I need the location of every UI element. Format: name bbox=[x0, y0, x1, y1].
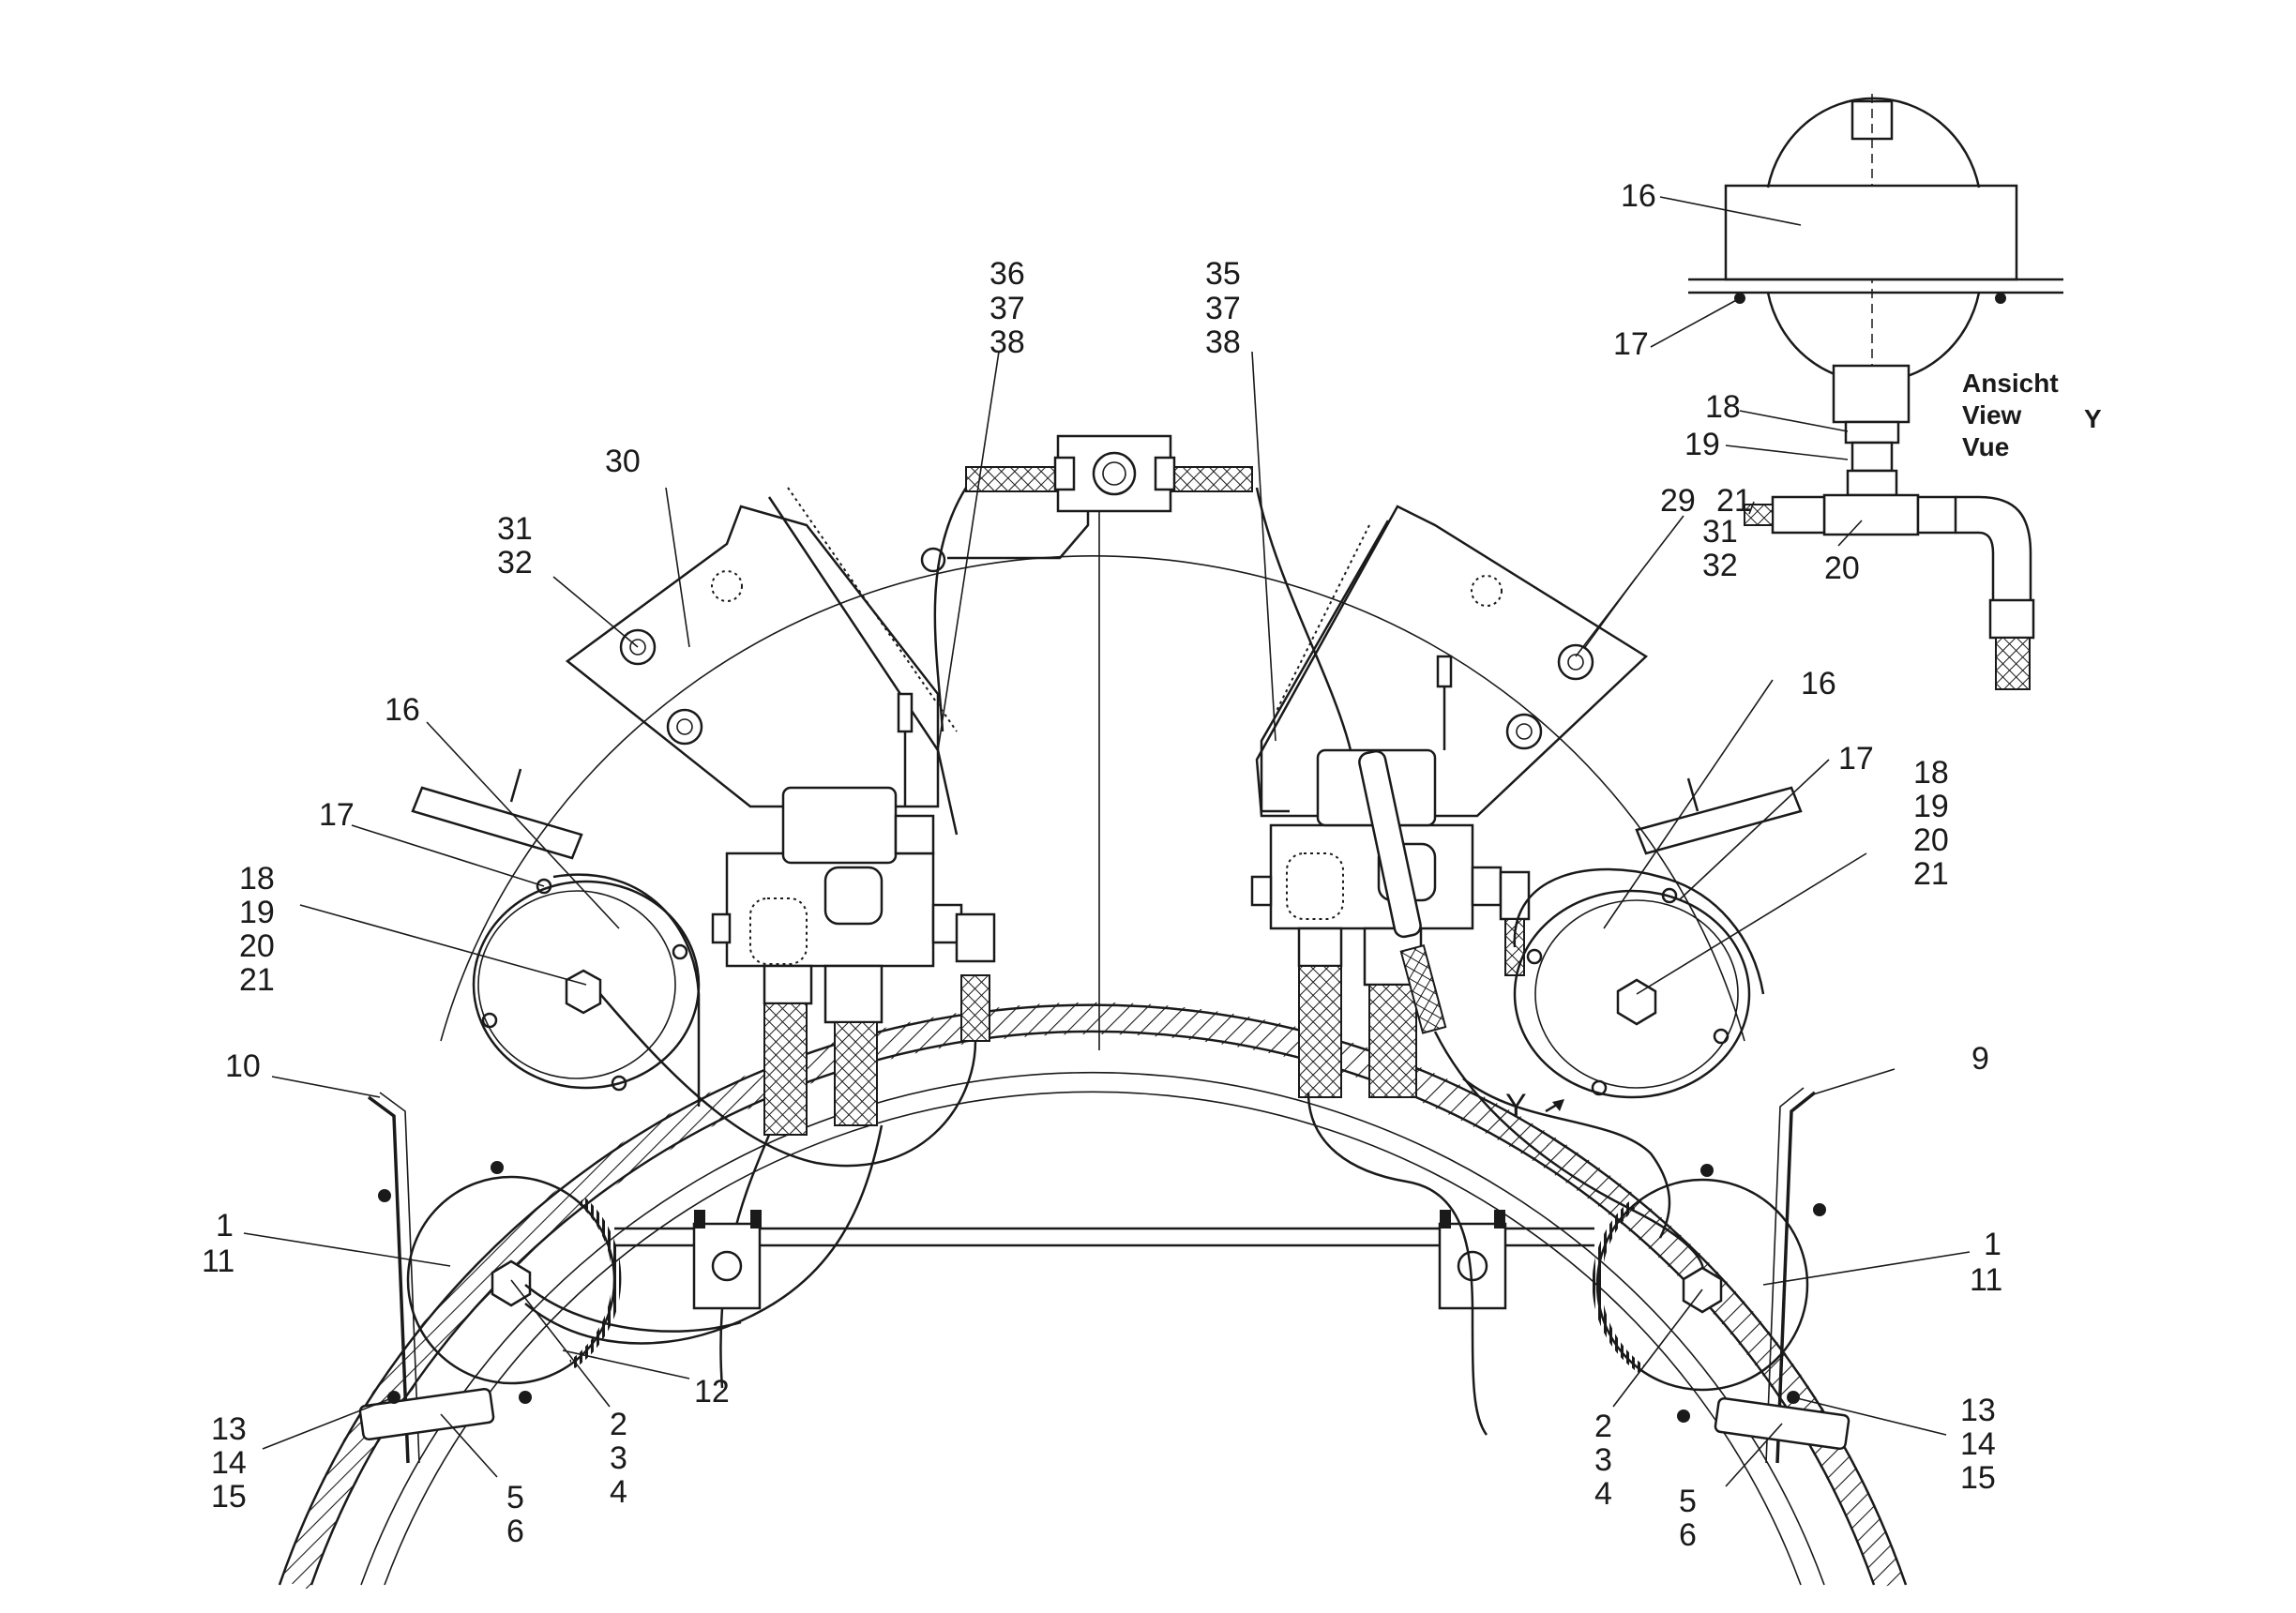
callout-20: 20 bbox=[1913, 822, 1949, 858]
callout-38: 38 bbox=[989, 324, 1025, 360]
bolt-5-left bbox=[358, 1387, 495, 1441]
hose-left-1 bbox=[599, 993, 977, 1168]
callout-6: 6 bbox=[1679, 1517, 1697, 1553]
callout-16: 16 bbox=[385, 692, 420, 728]
callout-21: 21 bbox=[1716, 483, 1752, 519]
callout-13: 13 bbox=[1960, 1393, 1996, 1428]
callout-32: 32 bbox=[1702, 548, 1738, 583]
callout-10: 10 bbox=[225, 1048, 261, 1084]
callout-4: 4 bbox=[610, 1474, 627, 1510]
bolt-31-right bbox=[1557, 643, 1594, 681]
callout-13: 13 bbox=[211, 1411, 247, 1447]
callout-12: 12 bbox=[694, 1374, 730, 1409]
cylinder-left bbox=[411, 768, 583, 860]
callout-14: 14 bbox=[211, 1445, 247, 1481]
callout-15: 15 bbox=[1960, 1460, 1996, 1496]
callout-5: 5 bbox=[506, 1480, 524, 1515]
callout-37: 37 bbox=[1205, 291, 1241, 326]
drive-gear-left bbox=[378, 1161, 742, 1404]
callout-32: 32 bbox=[497, 545, 533, 580]
callout-2: 2 bbox=[610, 1407, 627, 1442]
callout-18: 18 bbox=[1913, 755, 1949, 791]
hose-right-1 bbox=[1307, 1092, 1488, 1436]
callout-4: 4 bbox=[1594, 1476, 1612, 1512]
outer-housing-ring bbox=[278, 1002, 1908, 1590]
bracket-arm-right bbox=[1260, 520, 1390, 813]
callout-19: 19 bbox=[239, 895, 275, 930]
view-caption-letter: Y bbox=[2084, 404, 2102, 433]
mounting-plate-29 bbox=[1255, 505, 1649, 818]
callout-9: 9 bbox=[1971, 1041, 1989, 1077]
callout-31: 31 bbox=[1702, 514, 1738, 550]
bracket-arm-left bbox=[767, 496, 959, 836]
callout-18: 18 bbox=[1705, 389, 1741, 425]
callout-16: 16 bbox=[1801, 666, 1836, 701]
callout-labels: 36 37 38 35 37 38 30 29 31 32 31 32 16 1… bbox=[202, 178, 2002, 1553]
bolt-31-left bbox=[619, 628, 657, 666]
callout-17: 17 bbox=[319, 797, 355, 833]
callout-18: 18 bbox=[239, 861, 275, 897]
callout-5: 5 bbox=[1679, 1484, 1697, 1519]
callout-3: 3 bbox=[610, 1440, 627, 1476]
view-caption: Ansicht View Vue Y bbox=[1962, 369, 2102, 461]
callout-2: 2 bbox=[1594, 1409, 1612, 1444]
callout-11: 11 bbox=[202, 1244, 234, 1279]
callout-35: 35 bbox=[1205, 256, 1241, 292]
callout-30: 30 bbox=[605, 444, 641, 479]
callout-16: 16 bbox=[1621, 178, 1656, 214]
leader-lines bbox=[243, 196, 1971, 1487]
callout-11: 11 bbox=[1970, 1262, 2002, 1298]
callout-21: 21 bbox=[239, 962, 275, 998]
bolt-left-2 bbox=[666, 708, 703, 746]
cylinder-right bbox=[1635, 777, 1803, 855]
top-hydraulic-line bbox=[920, 434, 1253, 573]
accumulator-left bbox=[472, 873, 701, 1107]
view-caption-de: Ansicht bbox=[1962, 369, 2059, 398]
valve-block-left bbox=[711, 692, 996, 1136]
hidden-bolt-left bbox=[711, 570, 743, 602]
callout-15: 15 bbox=[211, 1479, 247, 1515]
hose-right-2 bbox=[1433, 1031, 1705, 1286]
accumulator-right bbox=[1513, 867, 1765, 1099]
callout-19: 19 bbox=[1684, 427, 1720, 462]
inset-view-y bbox=[1688, 94, 2063, 690]
callout-31: 31 bbox=[497, 511, 533, 547]
mounting-plate-30 bbox=[565, 505, 940, 808]
callout-17: 17 bbox=[1838, 741, 1874, 776]
callout-38: 38 bbox=[1205, 324, 1241, 360]
bolt-right-2 bbox=[1505, 713, 1543, 750]
clamp-left bbox=[692, 1210, 762, 1310]
callout-17: 17 bbox=[1613, 326, 1649, 362]
callout-1: 1 bbox=[216, 1208, 234, 1244]
view-y-marker: Y bbox=[1505, 1088, 1527, 1123]
callout-36: 36 bbox=[989, 256, 1025, 292]
callout-19: 19 bbox=[1913, 789, 1949, 824]
view-caption-fr: Vue bbox=[1962, 432, 2009, 461]
callout-29: 29 bbox=[1660, 483, 1696, 519]
callout-20: 20 bbox=[239, 928, 275, 964]
callout-6: 6 bbox=[506, 1514, 524, 1549]
callout-14: 14 bbox=[1960, 1426, 1996, 1462]
callout-20: 20 bbox=[1824, 550, 1860, 586]
support-bar-10 bbox=[367, 1095, 410, 1464]
view-caption-en: View bbox=[1962, 400, 2022, 430]
support-bar-9 bbox=[1775, 1091, 1817, 1464]
callout-37: 37 bbox=[989, 291, 1025, 326]
inner-carrier-arc bbox=[440, 555, 1745, 1042]
hidden-bolt-right bbox=[1471, 575, 1503, 607]
callout-3: 3 bbox=[1594, 1442, 1612, 1478]
callout-21: 21 bbox=[1913, 856, 1949, 892]
callout-1: 1 bbox=[1984, 1227, 2001, 1262]
